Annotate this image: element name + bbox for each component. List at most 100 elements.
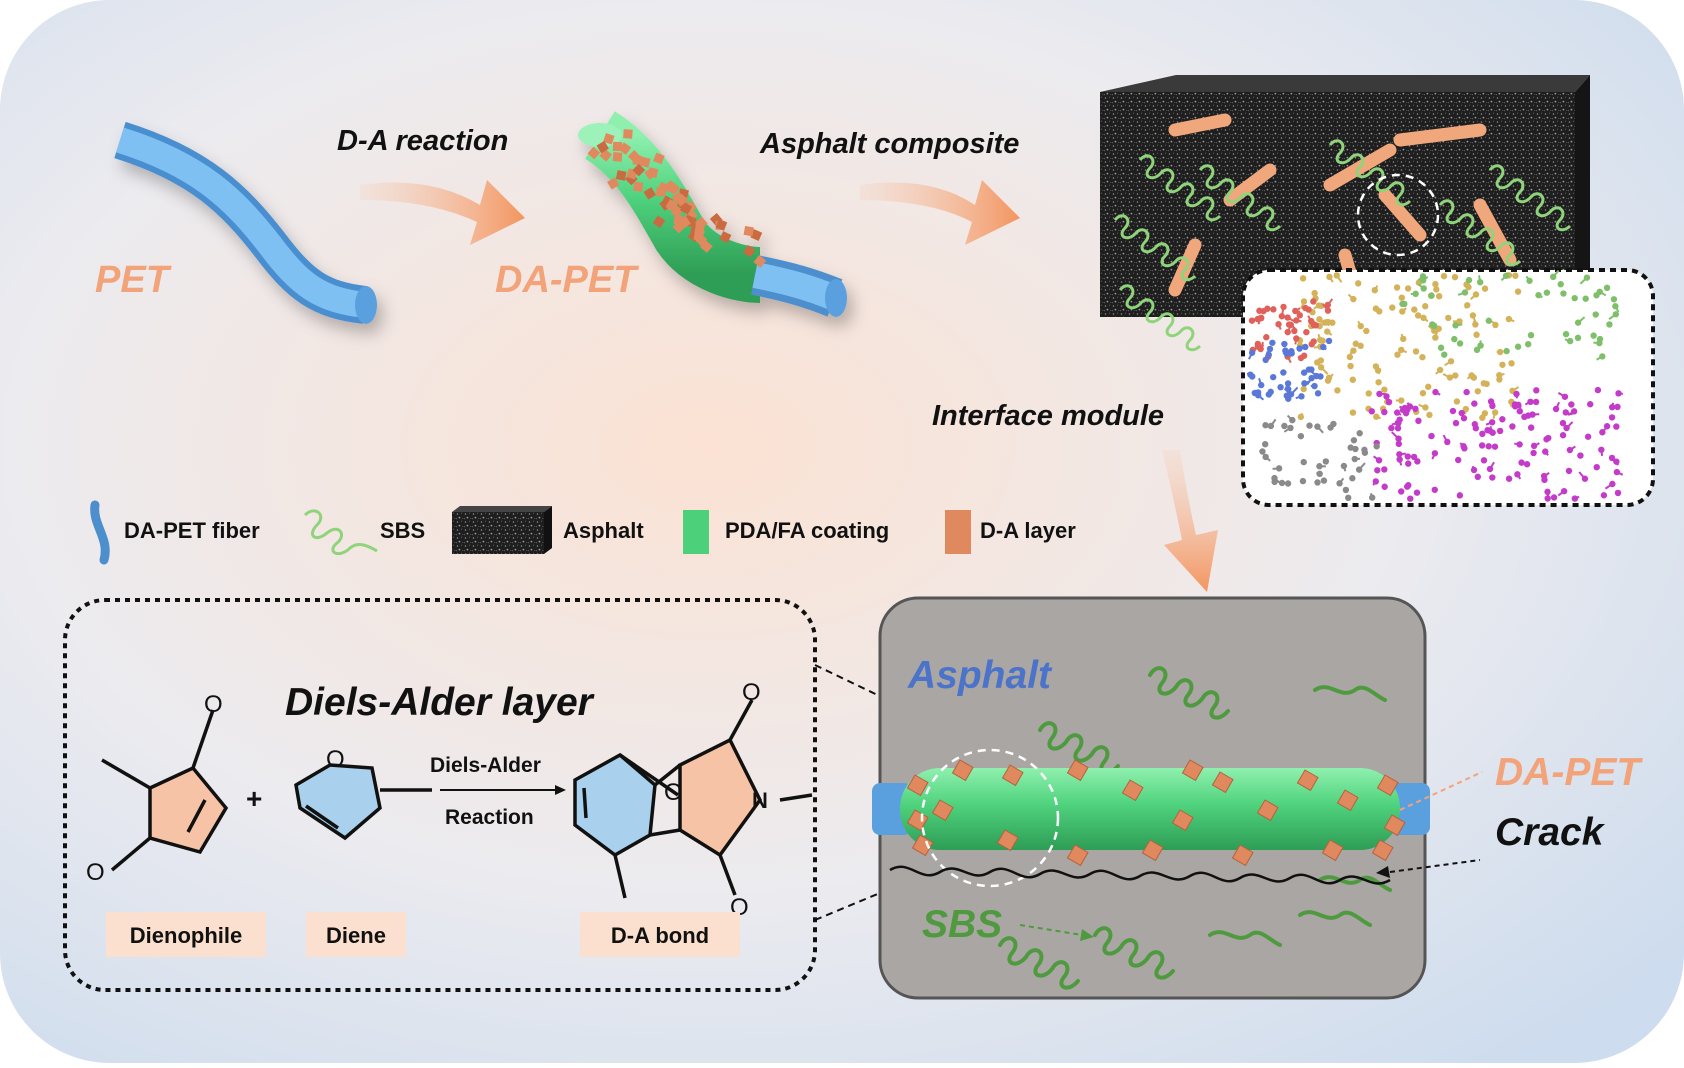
- zoom-panel: Asphalt SBS: [872, 598, 1430, 998]
- atom-icon: [1263, 334, 1269, 340]
- bond-icon: [1337, 390, 1338, 391]
- bond-icon: [1371, 493, 1372, 497]
- atom-icon: [1571, 295, 1577, 301]
- atom-icon: [1260, 308, 1266, 314]
- atom-icon: [1452, 274, 1458, 280]
- atom-icon: [1270, 306, 1276, 312]
- atom-icon: [1426, 412, 1432, 418]
- atom-icon: [1383, 393, 1389, 399]
- atom-icon: [1394, 284, 1400, 290]
- product-o-bridge: O: [664, 779, 683, 806]
- atom-icon: [1453, 420, 1459, 426]
- atom-icon: [1463, 389, 1469, 395]
- atom-icon: [1497, 428, 1503, 434]
- atom-icon: [1247, 371, 1253, 377]
- atom-icon: [1269, 340, 1275, 346]
- bond-icon: [1399, 407, 1404, 408]
- atom-icon: [1492, 443, 1498, 449]
- atom-icon: [1545, 435, 1551, 441]
- product-o-top: O: [742, 679, 761, 706]
- legend-label-fiber: DA-PET fiber: [124, 518, 260, 543]
- atom-icon: [1475, 474, 1481, 480]
- atom-icon: [1277, 384, 1283, 390]
- atom-icon: [1345, 495, 1351, 501]
- atom-icon: [1267, 346, 1273, 352]
- atom-icon: [1357, 343, 1363, 349]
- bond-icon: [1351, 446, 1353, 447]
- diene-o: O: [326, 746, 345, 773]
- legend-label-coating: PDA/FA coating: [725, 518, 889, 543]
- atom-icon: [1544, 289, 1550, 295]
- atom-icon: [1587, 401, 1593, 407]
- atom-icon: [1454, 398, 1460, 404]
- atom-icon: [1309, 341, 1315, 347]
- bond-icon: [1299, 311, 1300, 316]
- bond-icon: [1491, 433, 1493, 435]
- atom-icon: [1479, 431, 1485, 437]
- atom-icon: [1601, 492, 1607, 498]
- atom-icon: [1472, 421, 1478, 427]
- bond-icon: [1295, 339, 1296, 345]
- atom-icon: [1351, 437, 1357, 443]
- atom-icon: [1326, 375, 1332, 381]
- bond-icon: [1520, 405, 1521, 411]
- atom-icon: [1280, 304, 1286, 310]
- asphalt-block-icon: [452, 506, 552, 554]
- atom-icon: [1432, 487, 1438, 493]
- atom-icon: [1481, 457, 1487, 463]
- atom-icon: [1314, 479, 1320, 485]
- atom-icon: [1431, 323, 1437, 329]
- atom-icon: [1512, 273, 1518, 279]
- atom-icon: [1560, 432, 1566, 438]
- atom-icon: [1455, 457, 1461, 463]
- atom-icon: [1420, 390, 1426, 396]
- bond-icon: [1319, 321, 1325, 322]
- atom-icon: [1361, 447, 1367, 453]
- bond-icon: [1514, 444, 1519, 445]
- atom-icon: [1457, 340, 1463, 346]
- bond-icon: [1353, 378, 1355, 379]
- da-cube-icon: [674, 215, 684, 225]
- da-cube-icon: [616, 170, 627, 181]
- atom-icon: [1405, 285, 1411, 291]
- atom-icon: [1445, 315, 1451, 321]
- legend-label-asphalt: Asphalt: [563, 518, 644, 543]
- bond-icon: [1258, 345, 1264, 346]
- atom-icon: [1563, 331, 1569, 337]
- bond-icon: [1315, 482, 1317, 483]
- atom-icon: [1499, 362, 1505, 368]
- atom-icon: [1369, 408, 1375, 414]
- zoom-asphalt-label: Asphalt: [907, 654, 1053, 697]
- atom-icon: [1489, 474, 1495, 480]
- zoom-sbs-label: SBS: [922, 903, 1002, 946]
- atom-icon: [1465, 284, 1471, 290]
- atom-icon: [1525, 412, 1531, 418]
- bond-icon: [1465, 282, 1466, 285]
- da-pet-label: DA-PET: [495, 259, 639, 301]
- atom-icon: [1583, 296, 1589, 302]
- da-cube-icon: [623, 129, 633, 139]
- bond-icon: [1344, 466, 1345, 471]
- atom-icon: [1509, 423, 1515, 429]
- bond-icon: [1399, 454, 1405, 455]
- interface-module-label: Interface module: [932, 400, 1164, 432]
- atom-icon: [1466, 277, 1472, 283]
- atom-icon: [1381, 484, 1387, 490]
- bond-icon: [1273, 468, 1280, 469]
- atom-icon: [1577, 452, 1583, 458]
- atom-icon: [1595, 387, 1601, 393]
- atom-icon: [1575, 335, 1581, 341]
- product-n: N: [752, 788, 768, 813]
- atom-icon: [1281, 341, 1287, 347]
- atom-icon: [1452, 372, 1458, 378]
- atom-icon: [1419, 354, 1425, 360]
- reaction-title: Diels-Alder layer: [285, 681, 595, 724]
- legend-label-sbs: SBS: [380, 518, 425, 543]
- atom-icon: [1533, 399, 1539, 405]
- atom-icon: [1441, 351, 1447, 357]
- atom-icon: [1613, 423, 1619, 429]
- bond-icon: [1479, 275, 1480, 282]
- bond-icon: [1275, 480, 1276, 482]
- atom-icon: [1280, 369, 1286, 375]
